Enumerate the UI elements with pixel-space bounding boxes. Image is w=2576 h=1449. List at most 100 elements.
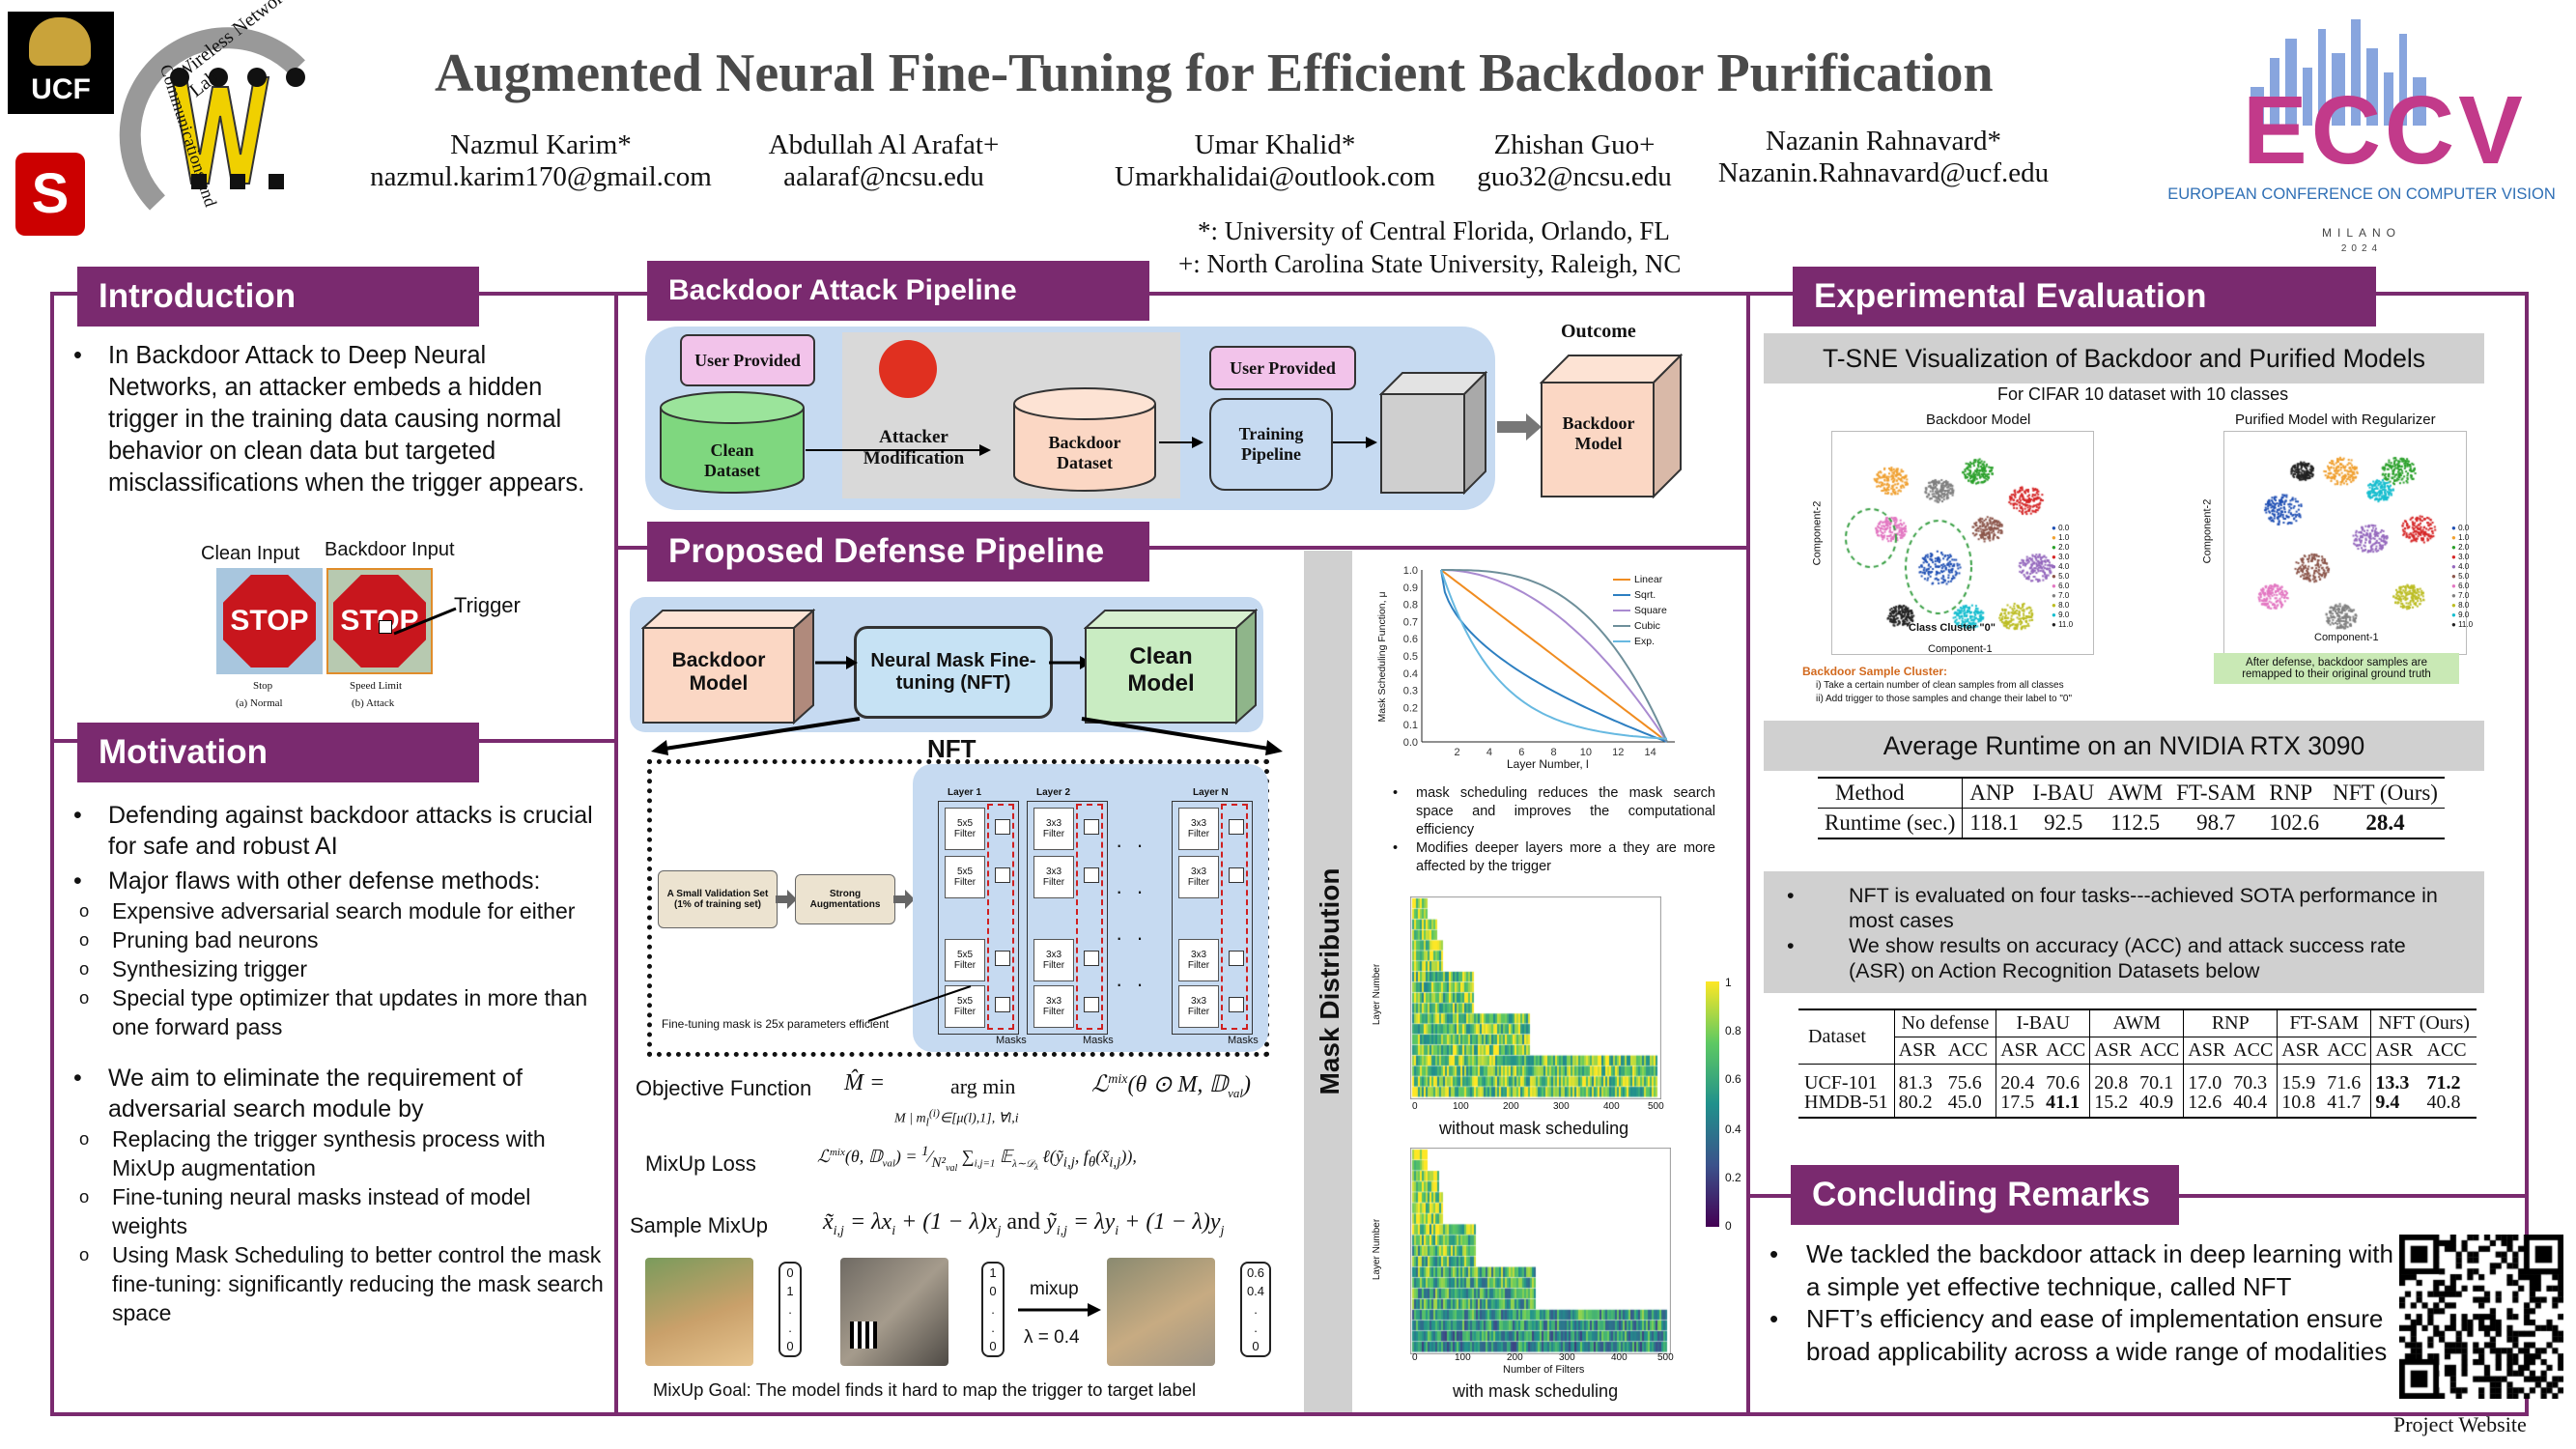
schedule-line-linear	[1440, 569, 1668, 743]
masks-label: Masks	[1083, 1035, 1114, 1046]
legend-entry: Square	[1613, 603, 1667, 618]
attack-pipeline-header: Backdoor Attack Pipeline	[647, 261, 1149, 321]
lab-logo: Wireless Networks Lab Communications and	[114, 0, 317, 227]
motivation-b2-item: Special type optimizer that updates in m…	[68, 983, 609, 1041]
schedule-ytick: 0.1	[1403, 720, 1418, 731]
nft-label: NFT	[927, 734, 977, 763]
schedule-axes	[1421, 570, 1675, 743]
legend-entry: Exp.	[1613, 634, 1667, 649]
schedule-ytick: 0.2	[1403, 702, 1418, 714]
author-email: guo32@ncsu.edu	[1477, 161, 1672, 192]
project-website-label[interactable]: Project Website	[2393, 1412, 2527, 1436]
motivation-b3: We aim to eliminate the requirement of a…	[68, 1063, 609, 1124]
defense-pipeline-header: Proposed Defense Pipeline	[647, 522, 1149, 582]
layer-label: Layer 2	[1036, 787, 1071, 798]
training-pipeline-box: Training Pipeline	[1209, 398, 1333, 491]
tsne-backdoor: Backdoor Model Component-2 Component-1 C…	[1802, 412, 2131, 711]
trigger-patch	[850, 1321, 877, 1349]
trigger-label: Trigger	[454, 593, 521, 617]
heatmap-ylabel: Layer Number	[1372, 1218, 1383, 1281]
mask-dist-bullets: mask scheduling reduces the mask search …	[1387, 784, 1715, 876]
tsne-xlabel: Component-1	[2314, 632, 2379, 643]
mask-note: Fine-tuning mask is 25x parameters effic…	[662, 1017, 890, 1031]
schedule-line-sqrt	[1440, 569, 1668, 743]
ucf-logo: UCF	[8, 12, 114, 114]
trigger-patch	[379, 620, 392, 634]
schedule-ytick: 0.7	[1403, 616, 1418, 628]
masks-label: Masks	[996, 1035, 1027, 1046]
strong-aug-box: Strong Augmentations	[795, 874, 895, 924]
heatmap-canvas	[1410, 1148, 1671, 1354]
lambda-label: λ = 0.4	[1024, 1327, 1080, 1348]
layer-column: 5x5 Filter 5x5 Filter 5x5 Filter 5x5 Fil…	[938, 801, 1019, 1035]
tsne-title: Purified Model with Regularizer	[2235, 412, 2436, 428]
author-name: Zhishan Guo+	[1493, 129, 1656, 160]
outcome-label: Outcome	[1561, 321, 1636, 342]
eccv-logo: ECCV EUROPEAN CONFERENCE ON COMPUTER VIS…	[2154, 19, 2569, 261]
conclusion-b1: We tackled the backdoor attack in deep l…	[1764, 1238, 2393, 1303]
schedule-xtick: 12	[1612, 747, 1624, 758]
schedule-ytick: 1.0	[1403, 565, 1418, 577]
heatmap-ylabel: Layer Number	[1372, 963, 1383, 1026]
sample-mixup-label: Sample MixUp	[630, 1213, 769, 1237]
tsne-plot	[2223, 431, 2467, 655]
mask-distribution-title: Mask Distribution	[1315, 867, 1345, 1095]
network-layers: Layer 1 Layer 2 Layer N 5x5 Filter 5x5 F…	[913, 764, 1268, 1052]
user-provided-badge: User Provided	[1209, 346, 1356, 390]
schedule-line-exp	[1440, 569, 1668, 740]
schedule-xticks: 2 4 6 8 10 12 14 16	[1455, 747, 1656, 758]
attack-pipeline-diagram: User Provided Clean Dataset Attacker Mod…	[645, 327, 1495, 510]
backdoor-model-cube: Backdoor Model	[1539, 353, 1684, 499]
objective-label: Objective Function	[636, 1076, 812, 1100]
objective-equation: M̂ = arg min ℒmix(θ ⊙ M, 𝔻val) M | ml(i)…	[844, 1070, 1251, 1129]
runtime-title-band: Average Runtime on an NVIDIA RTX 3090	[1764, 721, 2484, 771]
tsne-legend: ● 0.0● 1.0● 2.0● 3.0● 4.0● 5.0● 6.0● 7.0…	[2451, 524, 2474, 629]
layer-label: Layer N	[1193, 787, 1229, 798]
after-defense-note: After defense, backdoor samples are rema…	[2214, 653, 2459, 684]
model-cube	[1378, 370, 1488, 496]
mask-distribution-band	[1304, 551, 1352, 1412]
schedule-legend: Linear Sqrt. Square Cubic Exp.	[1613, 572, 1667, 649]
clean-stop-image: STOP	[216, 568, 323, 674]
cat-image	[840, 1258, 948, 1366]
schedule-xtick: 14	[1644, 747, 1656, 758]
affiliation-ucf: *: University of Central Florida, Orland…	[1198, 216, 1670, 245]
nft-detail-box: A Small Validation Set (1% of training s…	[647, 759, 1269, 1057]
nft-box: Neural Mask Fine-tuning (NFT)	[854, 626, 1053, 719]
schedule-ytick: 0.3	[1403, 686, 1418, 697]
author-name: Umar Khalid*	[1194, 129, 1356, 160]
motivation-header: Motivation	[77, 723, 479, 782]
clean-input-label: Clean Input	[201, 543, 300, 564]
author-email: aalaraf@ncsu.edu	[783, 161, 984, 192]
heatmap-xlabel: Number of Filters	[1503, 1364, 1585, 1376]
backdoor-model-cube: Backdoor Model	[640, 608, 816, 725]
experimental-evaluation-header: Experimental Evaluation	[1793, 267, 2376, 327]
legend-entry: Sqrt.	[1613, 587, 1667, 603]
concluding-remarks-header: Concluding Remarks	[1791, 1165, 2179, 1225]
motivation-b2-item: Pruning bad neurons	[68, 925, 609, 954]
conclusion-body: We tackled the backdoor attack in deep l…	[1764, 1238, 2393, 1368]
eval-b1: NFT is evaluated on four tasks---achieve…	[1781, 883, 2455, 933]
author-email: nazmul.karim170@gmail.com	[370, 161, 712, 192]
schedule-ytick: 0.9	[1403, 582, 1418, 594]
tsne-subtitle: For CIFAR 10 dataset with 10 classes	[1997, 384, 2289, 404]
schedule-lines	[1440, 569, 1668, 743]
middle-column-frame	[614, 292, 1750, 1416]
heatmap-caption: without mask scheduling	[1439, 1119, 1629, 1138]
tsne-title: Backdoor Model	[1926, 412, 2031, 428]
schedule-xtick: 10	[1580, 747, 1592, 758]
motivation-b3-item: Fine-tuning neural masks instead of mode…	[68, 1182, 609, 1240]
schedule-xtick: 6	[1518, 747, 1524, 758]
tsne-legend: ● 0.0● 1.0● 2.0● 3.0● 4.0● 5.0● 6.0● 7.0…	[2052, 524, 2074, 629]
attacker-label: Attacker Modification	[863, 427, 965, 469]
cluster-label: Class Cluster "0"	[1909, 622, 1996, 634]
defense-top-row: Backdoor Model Neural Mask Fine-tuning (…	[630, 597, 1263, 732]
affiliations: *: University of Central Florida, Orland…	[1178, 214, 1681, 280]
author-name: Nazanin Rahnavard*	[1766, 126, 2001, 156]
qr-code[interactable]	[2399, 1235, 2563, 1399]
